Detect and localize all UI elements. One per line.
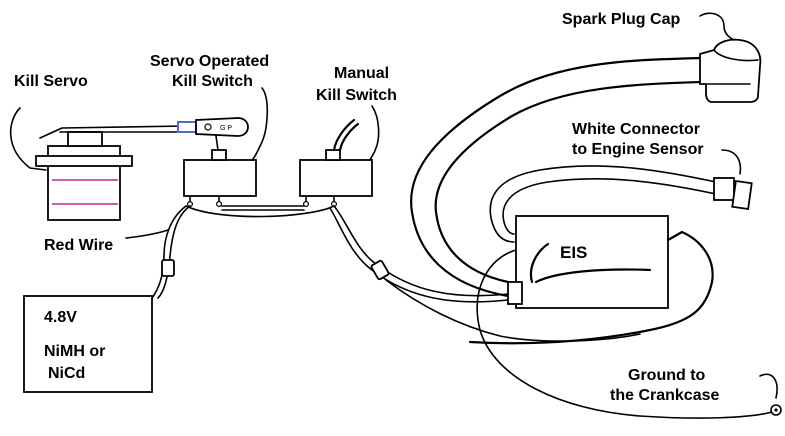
servo-kill-switch [183,135,257,197]
servo-arm [195,117,249,137]
manual-kill-switch-label-1: Manual [334,65,389,82]
switch-wires [187,195,338,211]
eis-unit: EIS [468,215,714,345]
kill-servo: G P [35,117,249,221]
servo-kill-switch-label-2: Kill Switch [172,73,253,90]
servo-arm-mark: G P [220,125,232,132]
spark-plug-cap [699,38,762,103]
eis-lead-connector [370,259,390,281]
red-wire-label: Red Wire [44,237,113,254]
eis-label: EIS [560,243,587,262]
battery-type-line2: NiCd [48,365,85,382]
callout-leaders [9,12,778,399]
ground-wire [476,249,782,419]
kill-servo-label: Kill Servo [14,73,88,90]
white-connector-label-1: White Connector [572,121,700,138]
battery-connector [161,259,175,277]
ground-label-1: Ground to [628,367,706,384]
battery-harness [151,205,641,342]
battery-voltage: 4.8V [44,309,77,326]
manual-kill-switch [299,118,373,197]
sensor-lead [489,165,717,243]
servo-kill-switch-label-1: Servo Operated [150,53,269,70]
white-connector [713,177,753,211]
servo-linkage-clevis [177,121,197,133]
battery-pack: 4.8V NiMH or NiCd [23,295,153,393]
white-connector-label-2: to Engine Sensor [572,141,704,158]
battery-type-line1: NiMH or [44,343,105,360]
spark-plug-lead [410,56,704,298]
ground-label-2: the Crankcase [610,387,719,404]
manual-kill-switch-label-2: Kill Switch [316,87,397,104]
spark-plug-cap-label: Spark Plug Cap [562,11,680,28]
